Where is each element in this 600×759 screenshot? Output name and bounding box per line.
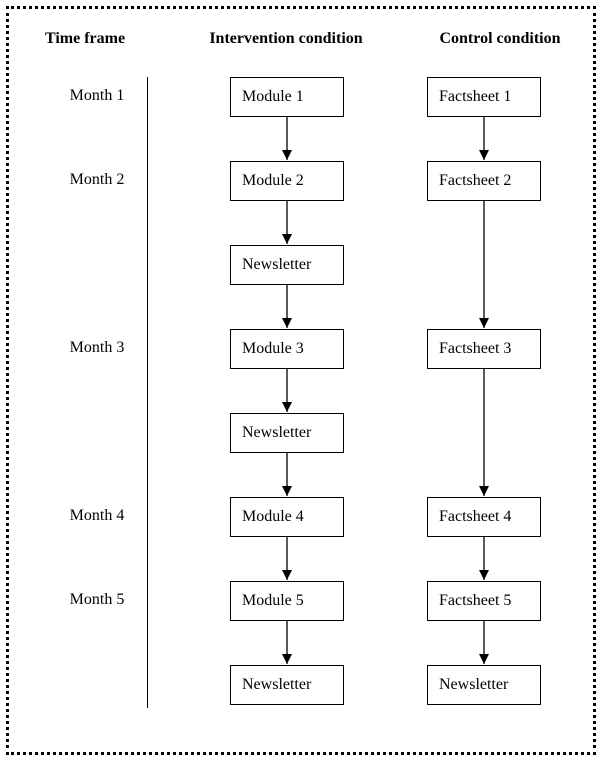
month-label-2: Month 2 <box>69 171 125 188</box>
intervention-module-3-box: Module 3 <box>230 329 344 369</box>
intervention-newsletter-1-box: Newsletter <box>230 245 344 285</box>
header-time-frame: Time frame <box>44 30 126 47</box>
control-factsheet-4-box: Factsheet 4 <box>427 497 541 537</box>
control-newsletter-box: Newsletter <box>427 665 541 705</box>
diagram-frame <box>6 6 596 755</box>
month-label-4: Month 4 <box>69 507 125 524</box>
control-factsheet-1-box: Factsheet 1 <box>427 77 541 117</box>
intervention-module-5-box: Module 5 <box>230 581 344 621</box>
control-factsheet-5-box: Factsheet 5 <box>427 581 541 621</box>
timeline-line <box>147 77 148 708</box>
month-label-3: Month 3 <box>69 339 125 356</box>
month-label-1: Month 1 <box>69 87 125 104</box>
header-control-condition: Control condition <box>439 30 561 47</box>
intervention-newsletter-3-box: Newsletter <box>230 665 344 705</box>
header-intervention-condition: Intervention condition <box>209 30 363 47</box>
intervention-module-1-box: Module 1 <box>230 77 344 117</box>
intervention-module-4-box: Module 4 <box>230 497 344 537</box>
control-factsheet-3-box: Factsheet 3 <box>427 329 541 369</box>
control-factsheet-2-box: Factsheet 2 <box>427 161 541 201</box>
month-label-5: Month 5 <box>69 591 125 608</box>
intervention-newsletter-2-box: Newsletter <box>230 413 344 453</box>
intervention-module-2-box: Module 2 <box>230 161 344 201</box>
